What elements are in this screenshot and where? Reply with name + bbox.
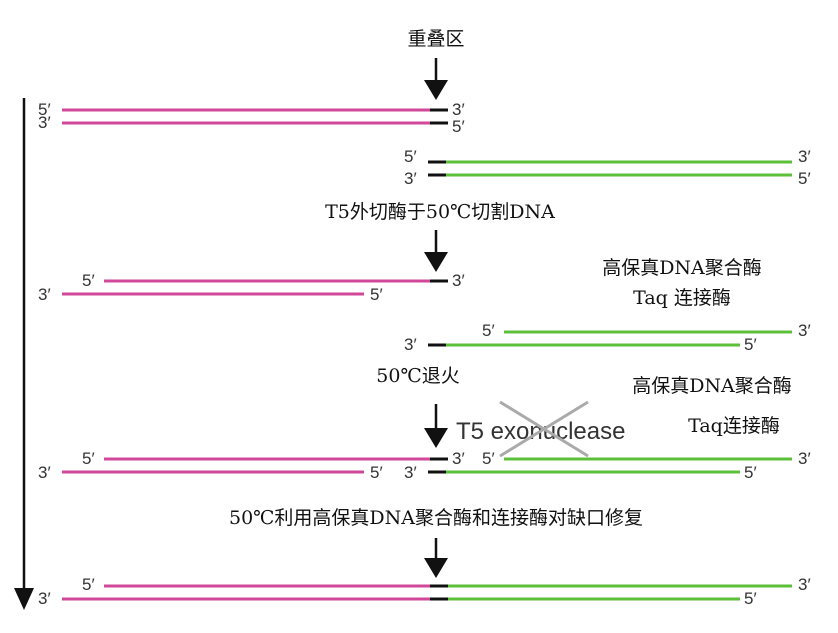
end-label: 3′ bbox=[404, 335, 417, 354]
end-label: 3′ bbox=[798, 321, 811, 340]
end-label: 5′ bbox=[82, 271, 95, 290]
step-arrow-2-head bbox=[424, 252, 448, 272]
end-label: 3′ bbox=[452, 449, 465, 468]
end-label: 5′ bbox=[744, 589, 757, 608]
enzymes-a-line2: Taq 连接酶 bbox=[633, 287, 731, 309]
stage2-fragment-a: 5′ 3′ 3′ 5′ bbox=[38, 271, 465, 304]
end-label: 3′ bbox=[38, 285, 51, 304]
end-label: 3′ bbox=[404, 463, 417, 482]
cross-out-icon bbox=[499, 400, 589, 458]
step3-label: 50℃利用高保真DNA聚合酶和连接酶对缺口修复 bbox=[229, 507, 643, 529]
end-label: 3′ bbox=[798, 449, 811, 468]
end-label: 3′ bbox=[452, 271, 465, 290]
end-label: 5′ bbox=[82, 575, 95, 594]
enzymes-b-line2: Taq连接酶 bbox=[688, 415, 780, 437]
timeline-arrowhead bbox=[14, 588, 34, 610]
step2-label: 50℃退火 bbox=[376, 365, 459, 387]
end-label: 5′ bbox=[744, 335, 757, 354]
end-label: 5′ bbox=[404, 147, 417, 166]
end-label: 5′ bbox=[370, 285, 383, 304]
end-label: 3′ bbox=[38, 113, 51, 132]
step-arrow-4-head bbox=[424, 558, 448, 578]
end-label: 5′ bbox=[482, 321, 495, 340]
enzymes-b-line1: 高保真DNA聚合酶 bbox=[632, 375, 792, 397]
end-label: 5′ bbox=[482, 449, 495, 468]
end-label: 5′ bbox=[370, 463, 383, 482]
end-label: 5′ bbox=[744, 463, 757, 482]
end-label: 5′ bbox=[798, 169, 811, 188]
end-label: 5′ bbox=[452, 117, 465, 136]
end-label: 3′ bbox=[798, 147, 811, 166]
end-label: 3′ bbox=[798, 575, 811, 594]
overlap-region-label: 重叠区 bbox=[407, 28, 464, 50]
enzymes-a-line1: 高保真DNA聚合酶 bbox=[602, 257, 762, 279]
stage1-fragment-a: 5′ 3′ 3′ 5′ bbox=[38, 100, 465, 136]
end-label: 3′ bbox=[38, 463, 51, 482]
end-label: 5′ bbox=[82, 449, 95, 468]
step-arrow-1-head bbox=[424, 80, 448, 100]
end-label: 3′ bbox=[38, 589, 51, 608]
end-label: 3′ bbox=[404, 169, 417, 188]
stage4-product: 5′ 3′ 3′ 5′ bbox=[38, 575, 811, 608]
end-label: 5′ bbox=[38, 100, 51, 119]
stage1-fragment-b: 5′ 3′ 3′ 5′ bbox=[404, 147, 811, 188]
stage2-fragment-b: 5′ 3′ 3′ 5′ bbox=[404, 321, 811, 354]
step1-label: T5外切酶于50℃切割DNA bbox=[325, 201, 555, 223]
end-label: 3′ bbox=[452, 100, 465, 119]
step-arrow-3-head bbox=[424, 428, 448, 448]
stage3-annealed: 5′ 3′ 5′ 3′ 3′ 5′ 3′ 5′ bbox=[38, 449, 811, 482]
